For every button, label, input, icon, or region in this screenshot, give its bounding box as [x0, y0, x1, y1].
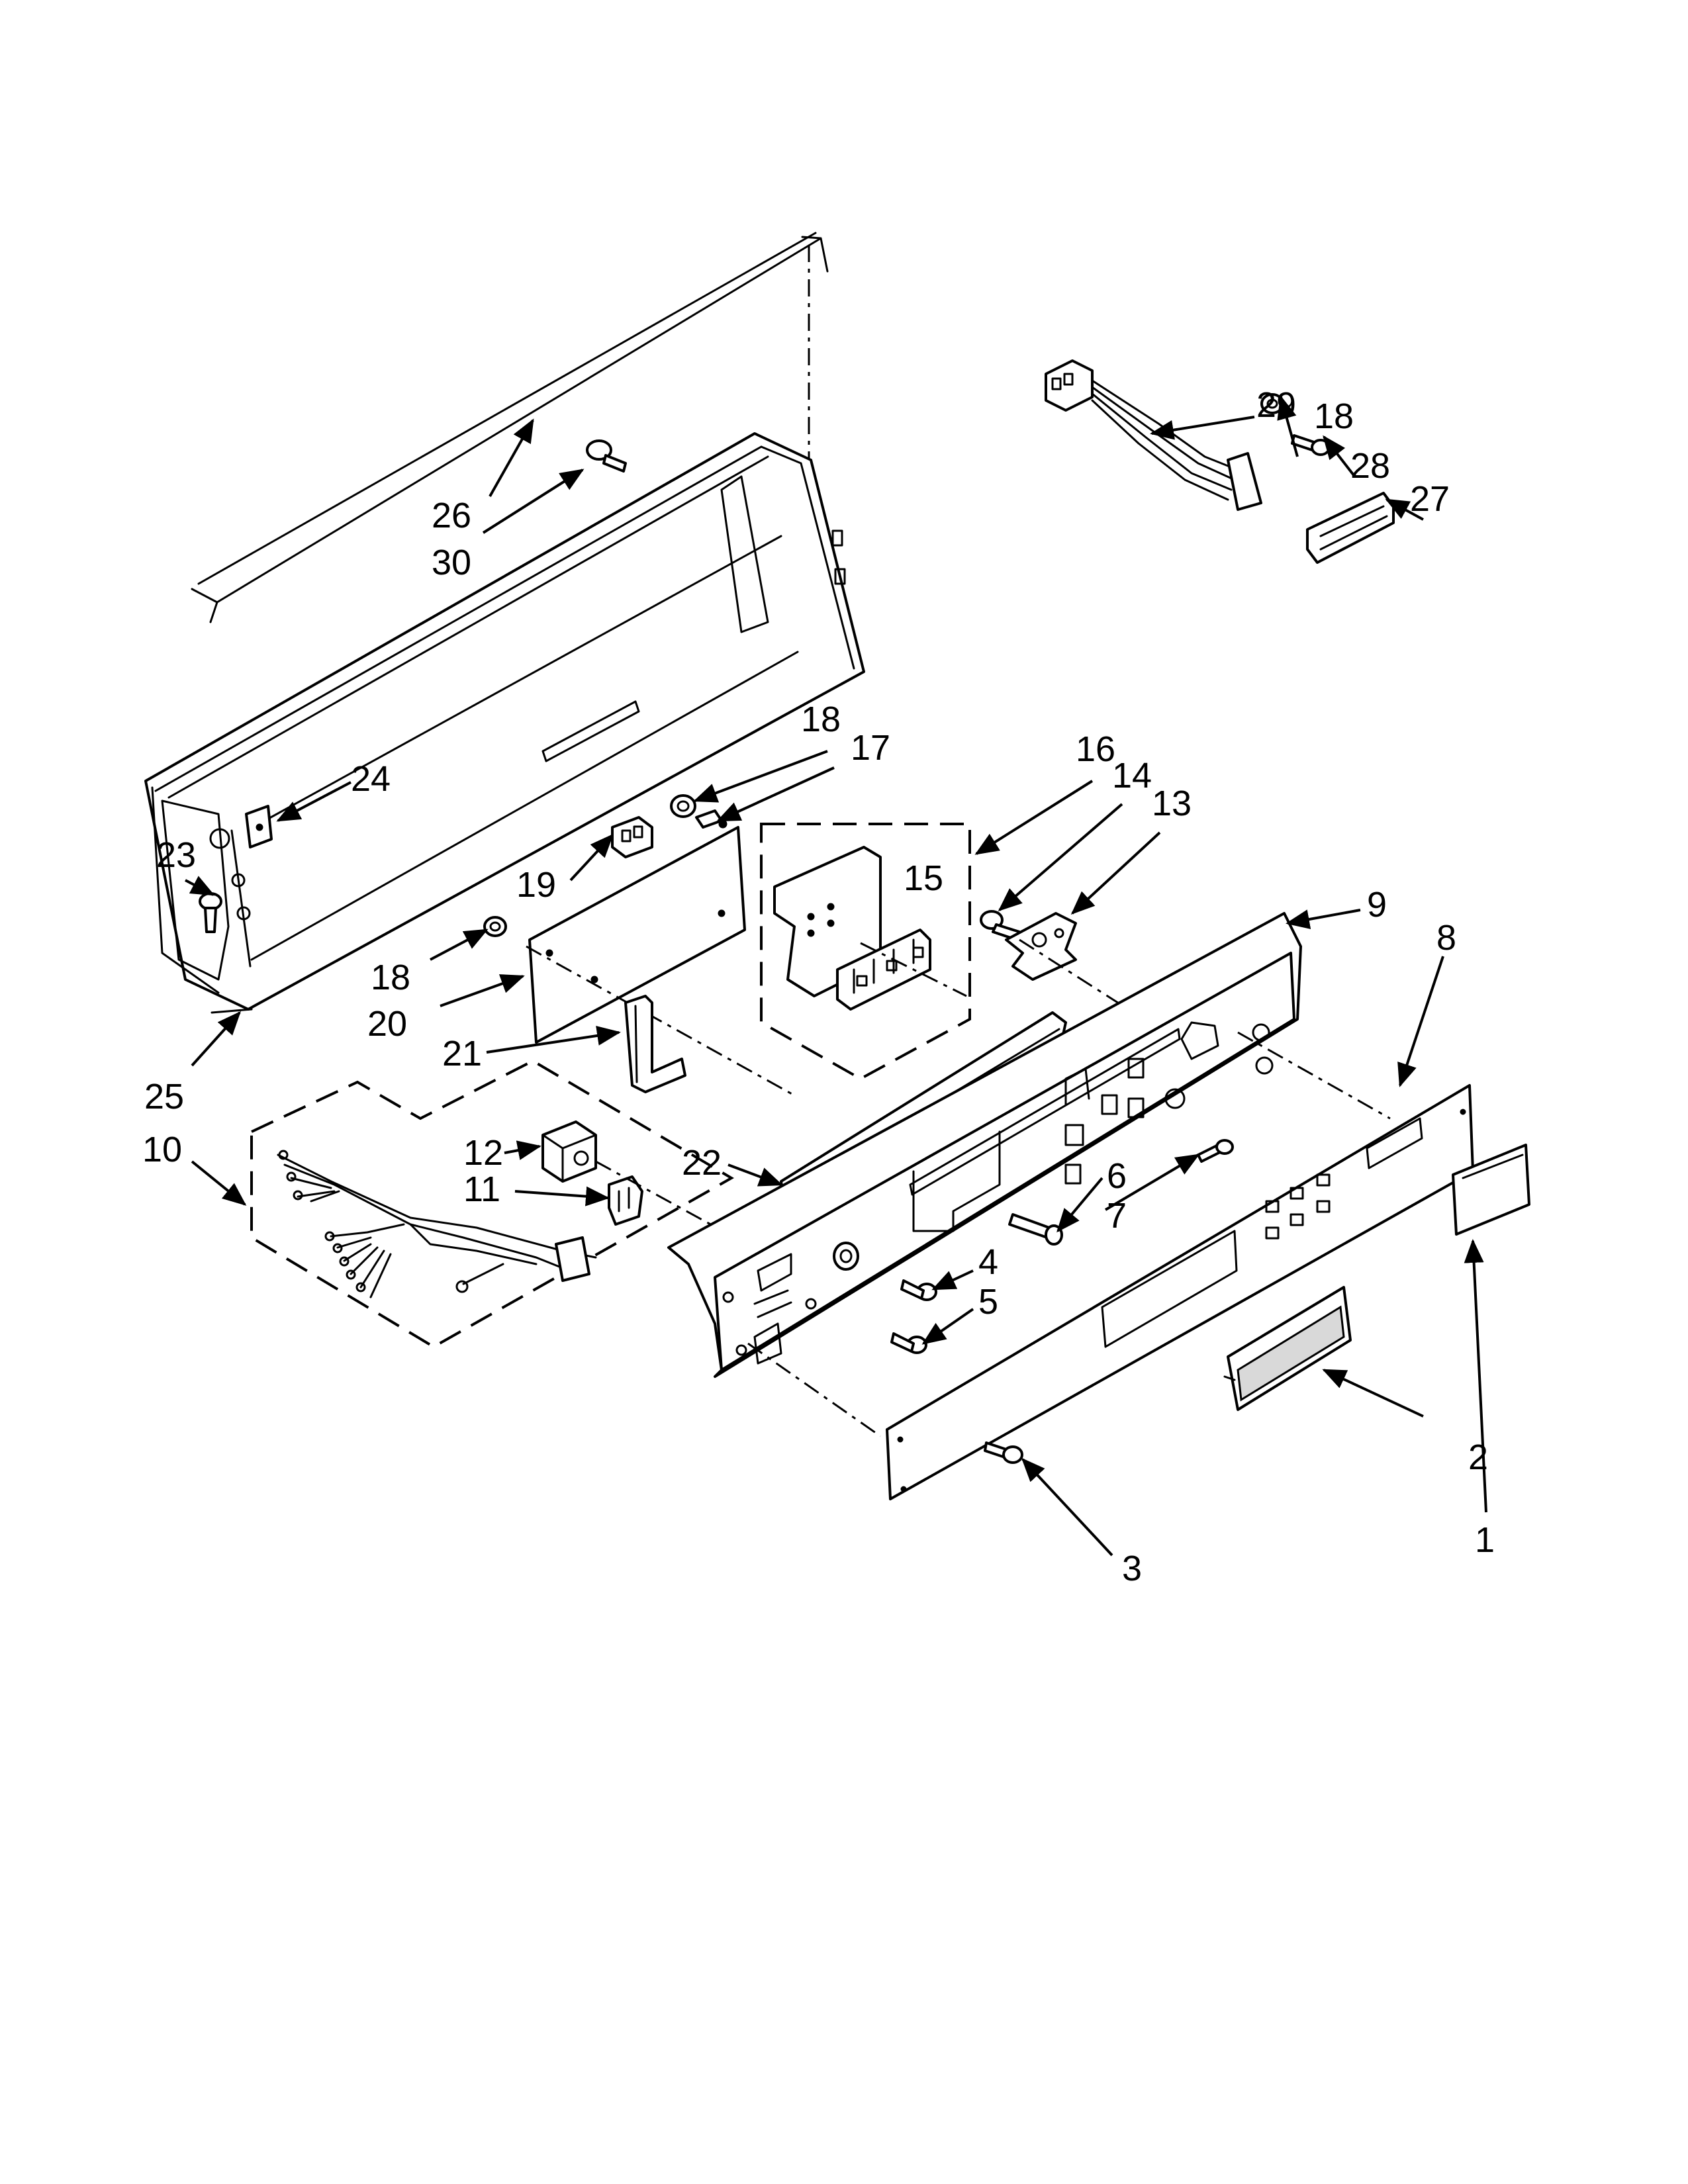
part-nut-upper	[670, 794, 696, 818]
part-screw-four	[900, 1279, 937, 1301]
callout-20: 20	[367, 1004, 407, 1044]
part-clip	[245, 805, 273, 848]
part-housing-screw	[199, 892, 222, 933]
callout-16: 16	[1076, 729, 1115, 769]
callout-1: 1	[1475, 1520, 1495, 1560]
part-nut-lower	[483, 916, 507, 937]
part-bracket	[624, 995, 686, 1093]
part-bezel-kit	[1306, 492, 1395, 564]
overlay-alignment-line	[747, 1342, 881, 1437]
part-terminal-block	[836, 929, 931, 1011]
callout-10: 10	[142, 1130, 182, 1169]
callout-23: 23	[156, 835, 196, 875]
callout-27: 27	[1410, 479, 1450, 519]
callout-11: 11	[463, 1169, 500, 1209]
part-circuit-board	[528, 826, 746, 1044]
part-wire-harness	[277, 1150, 597, 1298]
harness-group-outline	[250, 1059, 734, 1349]
callout-30: 30	[432, 543, 471, 582]
callout-8: 8	[1436, 918, 1456, 958]
callout-25: 25	[144, 1077, 184, 1116]
terminal-alignment-line	[860, 942, 967, 997]
callout-12: 12	[463, 1133, 503, 1173]
part-transformer	[541, 1120, 597, 1183]
callout-28: 28	[1350, 446, 1390, 486]
callout-17: 17	[851, 728, 890, 768]
callout-19: 19	[516, 865, 556, 905]
board-alignment-line	[526, 945, 795, 1097]
callout-24: 24	[351, 759, 391, 799]
callout-2: 2	[1468, 1437, 1488, 1477]
relay-alignment-line	[595, 1160, 735, 1239]
callout-18-board: 18	[801, 700, 841, 739]
callout-3: 3	[1122, 1549, 1142, 1588]
callout-29: 29	[1256, 385, 1296, 425]
part-overlay-screw	[984, 1441, 1023, 1464]
part-control-bracket	[667, 912, 1302, 1378]
callout-18-kit: 18	[1314, 396, 1354, 436]
callout-22: 22	[682, 1143, 722, 1183]
part-relay	[608, 1175, 643, 1226]
callout-4: 4	[978, 1242, 998, 1282]
part-connector	[611, 816, 653, 858]
part-window-lens	[1452, 1144, 1530, 1236]
part-display-lens	[1223, 1286, 1352, 1411]
part-rod	[191, 232, 829, 623]
board-holder-group-outline	[760, 823, 971, 1081]
callout-21: 21	[442, 1034, 482, 1073]
callout-18-lower: 18	[371, 958, 410, 997]
part-board-holder	[773, 846, 882, 997]
callout-13: 13	[1152, 784, 1192, 823]
part-mounting-plate	[1005, 912, 1077, 981]
callout-labels: 1 2 3 4 5 6 7 8 9 10 11 12 13 14 15 16 1…	[142, 385, 1495, 1588]
callout-6: 6	[1107, 1156, 1127, 1196]
bracket-alignment-line	[1237, 1031, 1391, 1120]
callout-5: 5	[978, 1282, 998, 1322]
callout-9: 9	[1367, 885, 1387, 925]
callout-14: 14	[1112, 756, 1152, 796]
part-long-screw	[1008, 1213, 1063, 1246]
callout-7: 7	[1107, 1196, 1127, 1236]
part-screw-five	[890, 1332, 927, 1354]
part-short-screw	[1197, 1139, 1234, 1163]
part-top-screw	[586, 439, 627, 473]
part-wire-kit	[1045, 359, 1262, 511]
leader-lines	[185, 395, 1487, 1557]
callout-15: 15	[904, 858, 943, 898]
callout-26: 26	[432, 496, 471, 535]
